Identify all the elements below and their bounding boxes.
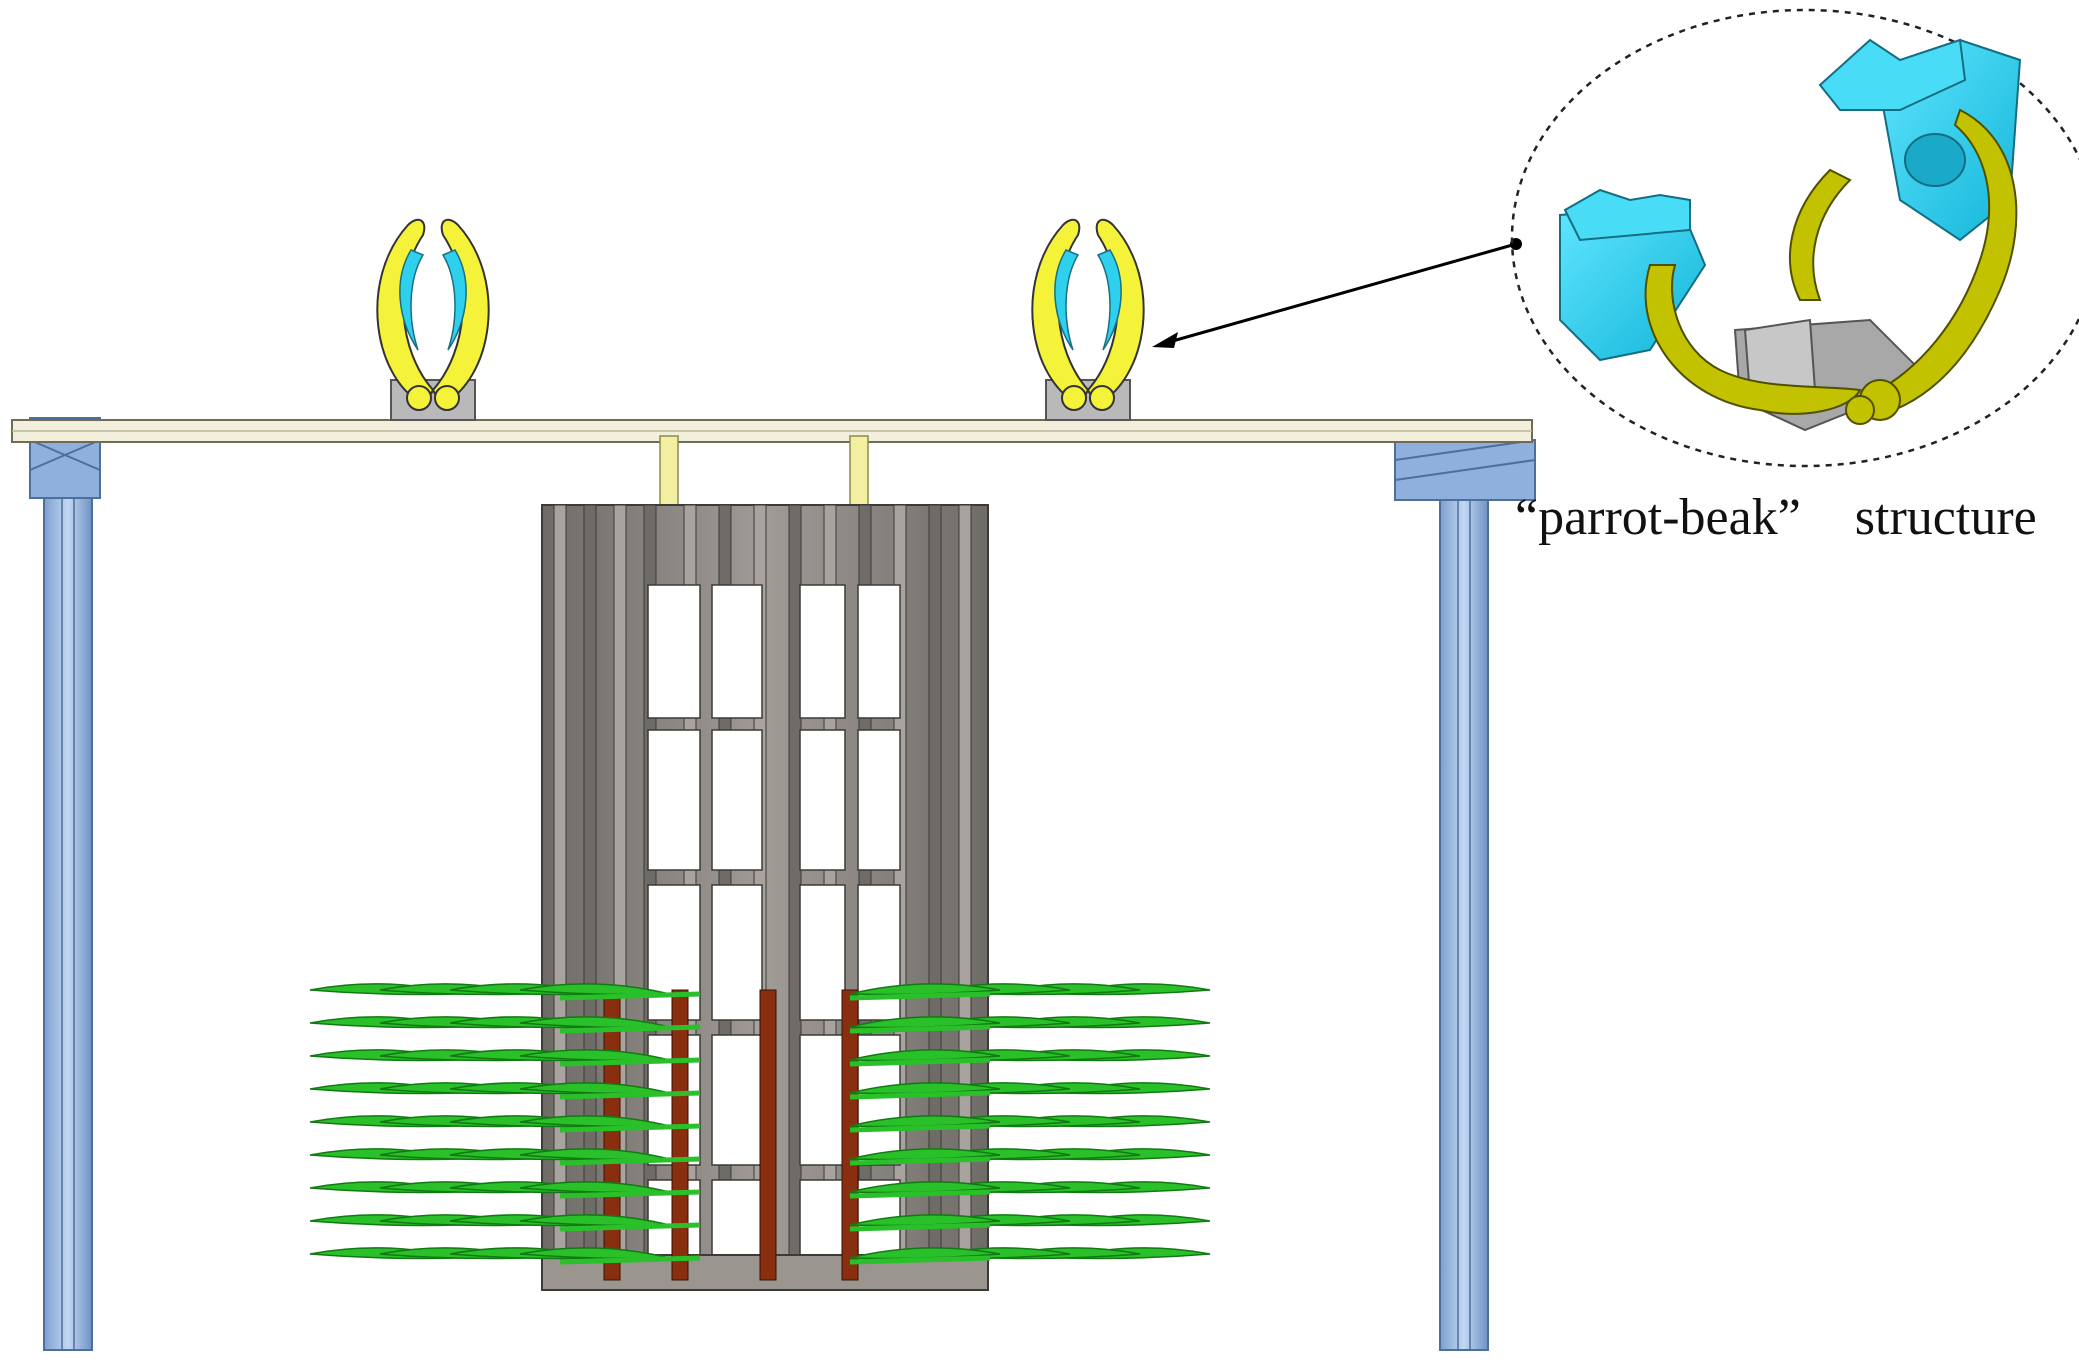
cage-opening [799,584,846,719]
detail-ellipse [1510,8,2079,468]
parrot-beak-gripper-icon [376,218,490,421]
leaf-stem [559,1189,701,1199]
cage-opening [857,584,901,719]
rubber-strip [841,989,859,1281]
leaf-stem [559,991,701,1001]
detail-view [1510,8,2079,468]
cage-opening [799,1179,846,1256]
cage-opening [711,729,763,871]
leaf-stem [559,1024,701,1034]
cage-opening [647,729,701,871]
cage-bar [928,504,942,1291]
parrot-beak-detail-icon [1559,38,2022,432]
caption-part2: structure [1854,489,2037,546]
cage-opening [711,584,763,719]
callout-arrow [1152,238,1522,348]
cage-opening [711,1034,763,1166]
cage-opening [647,584,701,719]
leaf-stem [559,1156,701,1166]
cage-opening [799,1034,846,1166]
leaf-stem [849,1189,991,1199]
leaf-stem [849,1024,991,1034]
cylindrical-cage [541,504,989,1291]
cage-bar [553,504,567,1291]
leaf-stem [559,1057,701,1067]
gripper-left [376,218,490,421]
cage-opening [857,729,901,871]
cage-opening [711,1179,763,1256]
leaf-stem [559,1123,701,1133]
caption-part1: “parrot-beak” [1515,489,1801,546]
cage-opening [799,884,846,1021]
brush-leaves [309,983,1211,1265]
cage-bar [958,504,972,1291]
rubber-strip [671,989,689,1281]
cage-bar [788,504,802,1291]
leaf-stem [849,1255,991,1265]
leaf-stem [849,991,991,1001]
leaf-stem [849,1057,991,1067]
gripper-right [1031,218,1145,421]
leaf-stem [849,1222,991,1232]
cage-opening [799,729,846,871]
leaf-stem [559,1222,701,1232]
right-post [1439,479,1489,1351]
cage-opening [711,884,763,1021]
leaf-stem [849,1123,991,1133]
parrot-beak-gripper-icon [1031,218,1145,421]
leaf-stem [559,1090,701,1100]
rubber-strip [603,989,621,1281]
cage-bar [583,504,597,1291]
support-frame [11,417,1536,1351]
leaf-stem [559,1255,701,1265]
leaf-stem [849,1156,991,1166]
left-post [43,439,93,1351]
leaf-stem [849,1090,991,1100]
detail-caption: “parrot-beak” structure [1515,488,2037,547]
rubber-strip [759,989,777,1281]
